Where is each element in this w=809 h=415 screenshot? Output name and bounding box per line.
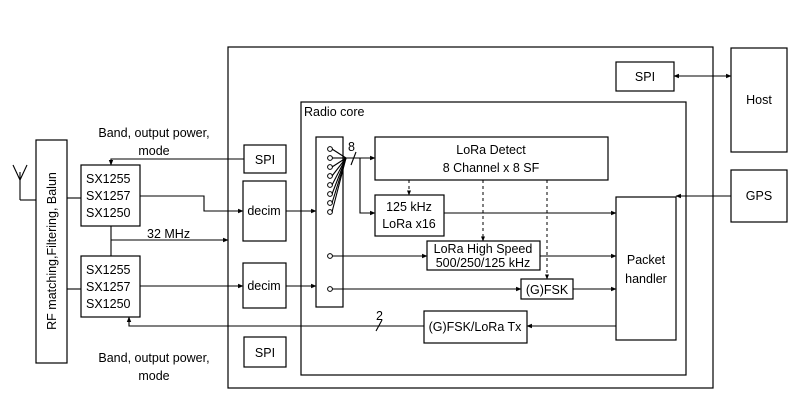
mux-port (327, 286, 333, 292)
packet-handler-line-1: Packet (627, 253, 666, 267)
band-label-bottom-line-1: Band, output power, (98, 351, 209, 365)
radio-chip-2-line-1: SX1255 (86, 263, 131, 277)
lora-125khz-block: 125 kHz LoRa x16 (374, 194, 445, 237)
lora-125-line-2: LoRa x16 (382, 217, 436, 231)
band-label-top-line-2: mode (138, 144, 169, 158)
lora-detect-block: LoRa Detect 8 Channel x 8 SF (374, 136, 609, 181)
decim-block-bottom: decim (242, 262, 287, 309)
mux-port (327, 164, 333, 170)
lora-high-speed-line-1: LoRa High Speed (434, 242, 533, 256)
rf-frontend-block: RF matching,Filtering, Balun (35, 139, 68, 364)
band-label-bottom-line-2: mode (138, 369, 169, 383)
lora-high-speed-block: LoRa High Speed 500/250/125 kHz (426, 240, 541, 271)
mux-port (327, 253, 333, 259)
gps-label: GPS (746, 189, 772, 203)
gps-block: GPS (730, 169, 788, 223)
mux-port (327, 182, 333, 188)
mux-port (327, 155, 333, 161)
mux-port (327, 200, 333, 206)
lora-detect-line-2: 8 Channel x 8 SF (443, 161, 540, 175)
radio-chip-2-line-3: SX1250 (86, 297, 131, 311)
spi-block-bottom: SPI (243, 336, 287, 368)
clock-label: 32 MHz (147, 227, 190, 241)
channel-mux (315, 136, 347, 308)
gfsk-block: (G)FSK (520, 278, 574, 300)
spi-block-host: SPI (615, 61, 675, 92)
radio-chip-2-line-2: SX1257 (86, 280, 131, 294)
mux-port (327, 146, 333, 152)
host-label: Host (746, 93, 772, 107)
spi-host-label: SPI (635, 70, 655, 84)
decim-bottom-label: decim (247, 279, 280, 293)
spi-bottom-label: SPI (255, 346, 275, 360)
radio-chip-1-line-2: SX1257 (86, 189, 131, 203)
mux-port (327, 173, 333, 179)
mux-port (327, 191, 333, 197)
rf-frontend-label: RF matching,Filtering, Balun (45, 172, 59, 330)
band-label-top-line-1: Band, output power, (98, 126, 209, 140)
tx-label: (G)FSK/LoRa Tx (429, 320, 523, 334)
radio-chip-1-line-3: SX1250 (86, 206, 131, 220)
radio-core-label: Radio core (304, 105, 364, 119)
host-block: Host (730, 47, 788, 153)
bus-width-2: 2 (376, 309, 383, 323)
radio-chip-1: SX1255 SX1257 SX1250 (80, 164, 141, 227)
gfsk-label: (G)FSK (526, 283, 569, 297)
packet-handler-block: Packet handler (615, 196, 677, 341)
tx-block: (G)FSK/LoRa Tx (423, 310, 528, 344)
radio-chip-1-line-1: SX1255 (86, 172, 131, 186)
radio-chip-2: SX1255 SX1257 SX1250 (80, 255, 141, 318)
lora-high-speed-line-2: 500/250/125 kHz (436, 256, 531, 270)
antenna-icon (12, 164, 36, 201)
mux-port (327, 209, 333, 215)
packet-handler-line-2: handler (625, 272, 667, 286)
spi-top-label: SPI (255, 153, 275, 167)
decim-top-label: decim (247, 204, 280, 218)
bus-width-8: 8 (348, 140, 355, 154)
decim-block-top: decim (242, 180, 287, 242)
lora-125-line-1: 125 kHz (386, 200, 432, 214)
lora-detect-line-1: LoRa Detect (456, 143, 526, 157)
spi-block-top: SPI (243, 144, 287, 174)
